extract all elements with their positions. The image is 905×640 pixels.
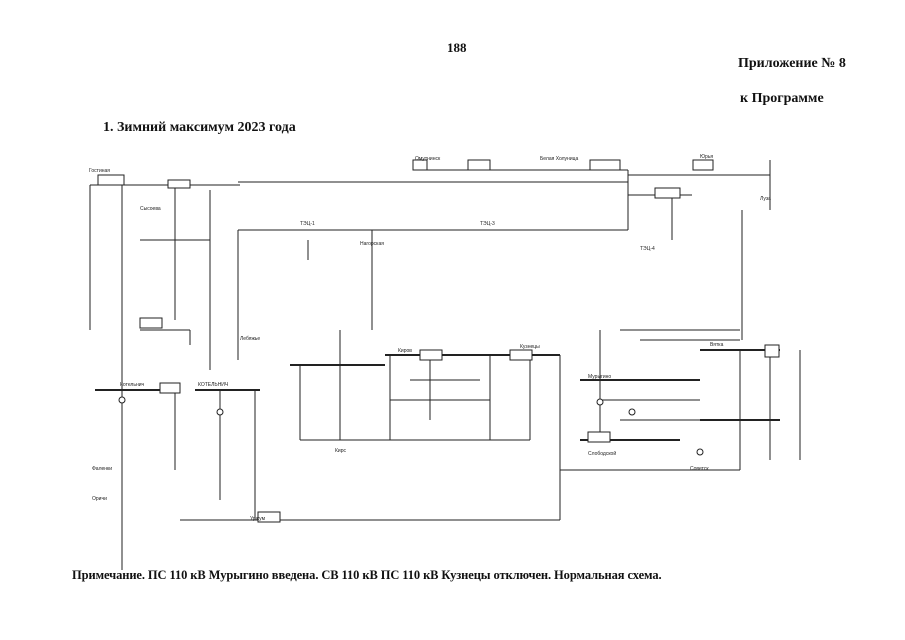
station-label: Кирс <box>335 448 346 454</box>
section-title: 1. Зимний максимум 2023 года <box>103 120 296 135</box>
substation-box <box>97 174 125 186</box>
generator-symbol <box>628 408 636 416</box>
substation-box <box>654 187 681 199</box>
generator-symbol <box>696 448 704 456</box>
station-label: ТЭЦ-4 <box>640 246 655 252</box>
station-label: Киров <box>398 348 412 354</box>
station-label: Луза <box>760 196 771 202</box>
station-label: Юрья <box>700 154 713 160</box>
station-label: Лебяжье <box>240 336 260 342</box>
substation-box <box>412 159 428 171</box>
station-label: Кузнецы <box>520 344 540 350</box>
substation-box <box>257 511 281 523</box>
station-label: Оричи <box>92 496 107 502</box>
station-label: Слободской <box>588 450 616 457</box>
station-label: Омутнинск <box>415 156 441 162</box>
page-number: 188 <box>447 40 467 55</box>
station-label: Котельнич <box>120 382 145 388</box>
substation-box <box>139 317 163 329</box>
generator-symbol <box>118 396 126 404</box>
substation-box <box>692 159 714 171</box>
substation-box <box>589 159 621 171</box>
station-label: Вятка <box>710 342 724 348</box>
station-label: Нагорская <box>360 241 384 247</box>
generator-symbol <box>216 408 224 416</box>
station-label: Фаленки <box>92 466 112 472</box>
station-label: Белая Холуница <box>540 156 578 162</box>
substation-box <box>419 349 443 361</box>
program-label: к Программе <box>740 91 824 106</box>
substation-box <box>764 344 780 358</box>
station-label: Советск <box>690 466 709 472</box>
appendix-label: Приложение № 8 <box>738 56 846 71</box>
station-label: КОТЕЛЬНИЧ <box>198 382 228 388</box>
substation-box <box>467 159 491 171</box>
substation-box <box>167 179 191 189</box>
substation-box <box>587 431 611 443</box>
station-label: Гостиная <box>89 168 110 174</box>
station-label: Мурыгино <box>588 374 611 380</box>
station-label: Сысоева <box>140 206 161 212</box>
substation-box <box>509 349 533 361</box>
substation-box <box>159 382 181 394</box>
station-label: Уржум <box>250 516 266 522</box>
note-text: Примечание. ПС 110 кВ Мурыгино введена. … <box>72 568 662 582</box>
generator-symbol <box>596 398 604 406</box>
station-label: ТЭЦ-1 <box>300 221 315 227</box>
station-label: ТЭЦ-3 <box>480 221 495 227</box>
